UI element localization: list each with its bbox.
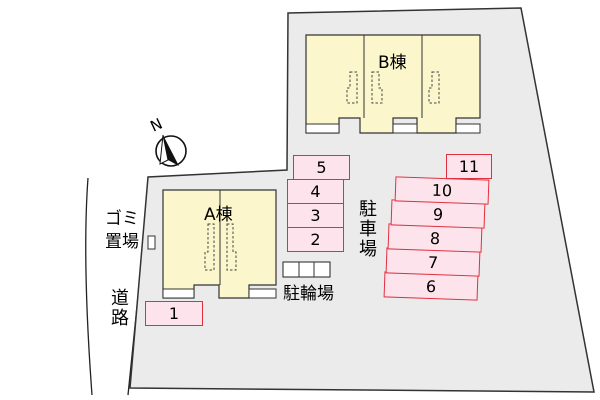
- garbage-station-label: ゴミ置場: [105, 209, 139, 252]
- parking-lot-10: 10: [394, 176, 490, 205]
- building-b: [305, 34, 481, 134]
- road-label: 道路: [111, 288, 129, 330]
- parking-area-label: 駐車場: [359, 199, 377, 261]
- building-a-label: A棟: [204, 205, 233, 225]
- parking-lot-2: 2: [287, 227, 344, 252]
- compass-icon: [155, 134, 187, 167]
- garbage-station: [147, 235, 156, 250]
- parking-lot-5: 5: [293, 155, 350, 180]
- parking-lot-3: 3: [287, 203, 344, 228]
- building-a: [162, 189, 277, 299]
- parking-lot-4: 4: [287, 179, 344, 204]
- road-edge-left: [85, 177, 93, 396]
- building-b-label: B棟: [378, 53, 407, 73]
- parking-lot-1: 1: [145, 301, 203, 326]
- parking-lot-11: 11: [446, 154, 492, 179]
- bicycle-parking-label: 駐輪場: [283, 284, 334, 304]
- bicycle-parking: [282, 261, 331, 278]
